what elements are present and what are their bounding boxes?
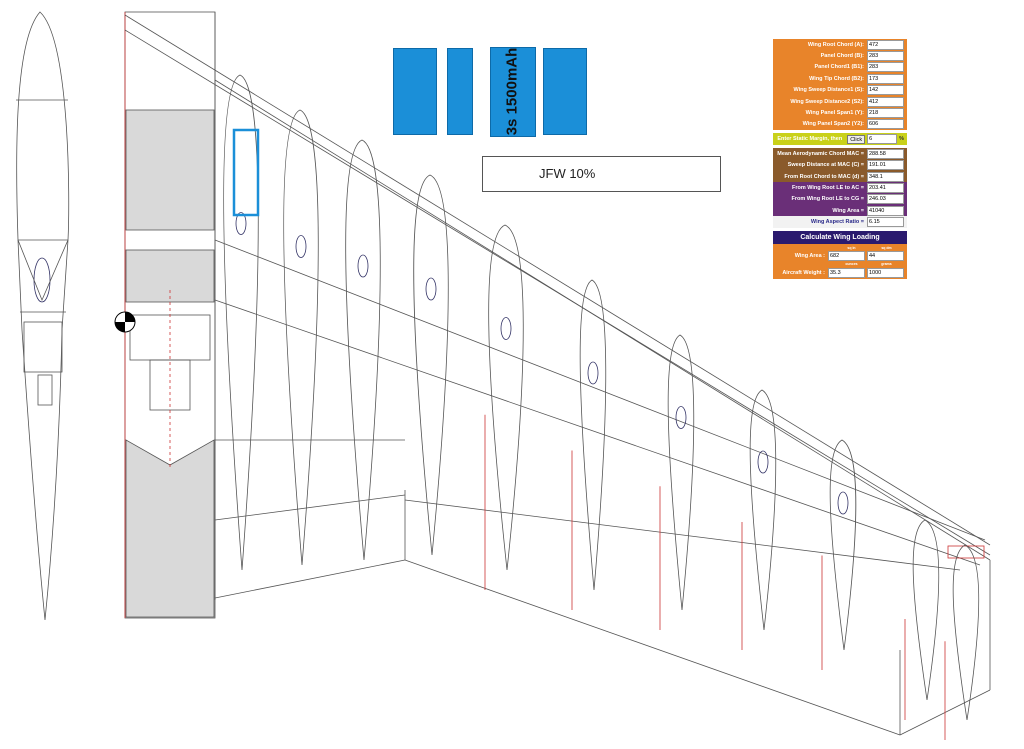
lightening-hole bbox=[425, 277, 437, 301]
lightening-hole bbox=[357, 254, 369, 278]
calc-row: From Wing Root LE to CG =246.03 bbox=[773, 194, 907, 205]
calc-row-label: From Wing Root LE to AC = bbox=[791, 184, 864, 191]
static-margin-row: Enter Static Margin, then Click 6 % bbox=[773, 133, 907, 146]
fuselage-side-outline bbox=[16, 11, 70, 621]
calc-row-value[interactable]: 606 bbox=[867, 119, 904, 130]
calc-row: From Wing Root LE to AC =203.41 bbox=[773, 182, 907, 193]
unit-sq-dm: sq dm bbox=[881, 245, 892, 250]
lightening-hole bbox=[675, 406, 687, 429]
wing-area-label: Wing Area : bbox=[794, 253, 825, 260]
aspect-ratio-row: Wing Aspect Ratio = 6.15 bbox=[773, 216, 907, 229]
calc-row: Wing Root Chord (A):472 bbox=[773, 39, 907, 50]
lightening-hole bbox=[837, 491, 849, 515]
wing-loading-title: Calculate Wing Loading bbox=[773, 231, 907, 245]
calc-row-value[interactable]: 173 bbox=[867, 73, 904, 84]
calc-row-label: Wing Sweep Distance1 (S): bbox=[793, 87, 864, 94]
wing-rib bbox=[952, 544, 980, 721]
wing-rib bbox=[667, 334, 695, 611]
wing-rib bbox=[829, 439, 857, 651]
static-margin-label: Enter Static Margin, then bbox=[777, 136, 843, 143]
calc-row: Wing Tip Chord (B2):173 bbox=[773, 73, 907, 84]
calc-row-label: Sweep Distance at MAC (C) = bbox=[787, 162, 864, 169]
calc-row-label: Wing Sweep Distance2 (S2): bbox=[790, 98, 864, 105]
weight-oz-input[interactable]: 35.3 bbox=[828, 267, 865, 278]
calc-row: Wing Sweep Distance2 (S2):412 bbox=[773, 96, 907, 107]
calc-click-button[interactable]: Click bbox=[847, 134, 866, 144]
weight-g-input[interactable]: 1000 bbox=[867, 267, 904, 278]
unit-ounces: ounces bbox=[845, 262, 858, 267]
calc-row-value[interactable]: 288.58 bbox=[867, 148, 904, 159]
calc-row: Panel Chord1 (B1):283 bbox=[773, 62, 907, 73]
calc-row: Wing Sweep Distance1 (S):142 bbox=[773, 85, 907, 96]
calc-row-value[interactable]: 472 bbox=[867, 39, 904, 50]
calc-row: Wing Panel Span1 (Y):218 bbox=[773, 107, 907, 119]
calc-row-label: From Root Chord to MAC (d) = bbox=[784, 173, 864, 180]
calc-row-value[interactable]: 142 bbox=[867, 85, 904, 96]
calc-row-label: Wing Area = bbox=[832, 207, 864, 214]
battery-label-wrap: 3s 1500mAh bbox=[490, 47, 534, 135]
airfoil-label: JFW 10% bbox=[539, 166, 596, 181]
wing-rib bbox=[579, 279, 607, 591]
lightening-hole bbox=[235, 212, 247, 235]
lightening-hole bbox=[500, 317, 512, 340]
battery-outline bbox=[232, 128, 260, 217]
calc-row: Wing Panel Span2 (Y2):606 bbox=[773, 119, 907, 130]
calc-row-label: Panel Chord (B): bbox=[820, 53, 864, 60]
calc-row-value[interactable]: 41040 bbox=[867, 205, 904, 216]
wing-area-sqdm-input[interactable]: 44 bbox=[867, 251, 904, 262]
airfoil-box: JFW 10% bbox=[482, 156, 721, 192]
calc-row-value[interactable]: 348.1 bbox=[867, 171, 904, 182]
calc-row-label: Wing Root Chord (A): bbox=[807, 41, 864, 48]
wing-rib bbox=[488, 224, 524, 571]
calc-row-label: Panel Chord1 (B1): bbox=[814, 64, 864, 71]
battery-block-4 bbox=[543, 48, 587, 135]
calc-row: Sweep Distance at MAC (C) =191.01 bbox=[773, 160, 907, 171]
calc-row-label: Wing Panel Span2 (Y2): bbox=[802, 121, 864, 128]
calc-row-value[interactable]: 218 bbox=[867, 108, 904, 119]
calc-row-label: Wing Tip Chord (B2): bbox=[809, 75, 864, 82]
static-margin-input[interactable]: 6 bbox=[867, 134, 898, 145]
weight-label: Aircraft Weight : bbox=[782, 269, 825, 276]
wing-rib bbox=[223, 74, 259, 571]
calc-row-value[interactable]: 246.03 bbox=[867, 194, 904, 205]
lightening-hole bbox=[757, 450, 769, 474]
battery-block-2 bbox=[447, 48, 473, 135]
calc-row: Wing Area =41040 bbox=[773, 205, 907, 216]
calc-row: Mean Aerodynamic Chord MAC =288.58 bbox=[773, 148, 907, 159]
calc-row-value[interactable]: 191.01 bbox=[867, 160, 904, 171]
calc-row-value[interactable]: 203.41 bbox=[867, 182, 904, 193]
wing-rib bbox=[912, 519, 940, 701]
aspect-ratio-value[interactable]: 6.15 bbox=[867, 217, 904, 228]
wing-rib bbox=[413, 174, 449, 556]
percent-label: % bbox=[899, 136, 904, 143]
calc-row-label: Mean Aerodynamic Chord MAC = bbox=[777, 150, 864, 157]
wing-rib bbox=[749, 389, 777, 631]
lightening-hole bbox=[587, 361, 599, 385]
aspect-ratio-label: Wing Aspect Ratio = bbox=[810, 219, 864, 226]
calc-row: From Root Chord to MAC (d) =348.1 bbox=[773, 171, 907, 182]
calc-row: Panel Chord (B):283 bbox=[773, 50, 907, 62]
calc-row-label: Wing Panel Span1 (Y): bbox=[805, 110, 864, 117]
unit-grams: grams bbox=[881, 262, 892, 267]
calc-row-value[interactable]: 283 bbox=[867, 62, 904, 73]
lightening-hole bbox=[295, 235, 307, 258]
battery-block-1 bbox=[393, 48, 437, 135]
unit-sq-in: sq in bbox=[847, 245, 856, 250]
calc-row-value[interactable]: 412 bbox=[867, 96, 904, 107]
wing-rib bbox=[345, 139, 381, 561]
wing-rib bbox=[283, 109, 319, 566]
battery-block-3 bbox=[490, 47, 536, 137]
calc-row-value[interactable]: 283 bbox=[867, 51, 904, 62]
calc-row-label: From Wing Root LE to CG = bbox=[791, 196, 864, 203]
battery-label: 3s 1500mAh bbox=[503, 47, 521, 135]
wing-area-sqin-input[interactable]: 682 bbox=[828, 251, 865, 262]
